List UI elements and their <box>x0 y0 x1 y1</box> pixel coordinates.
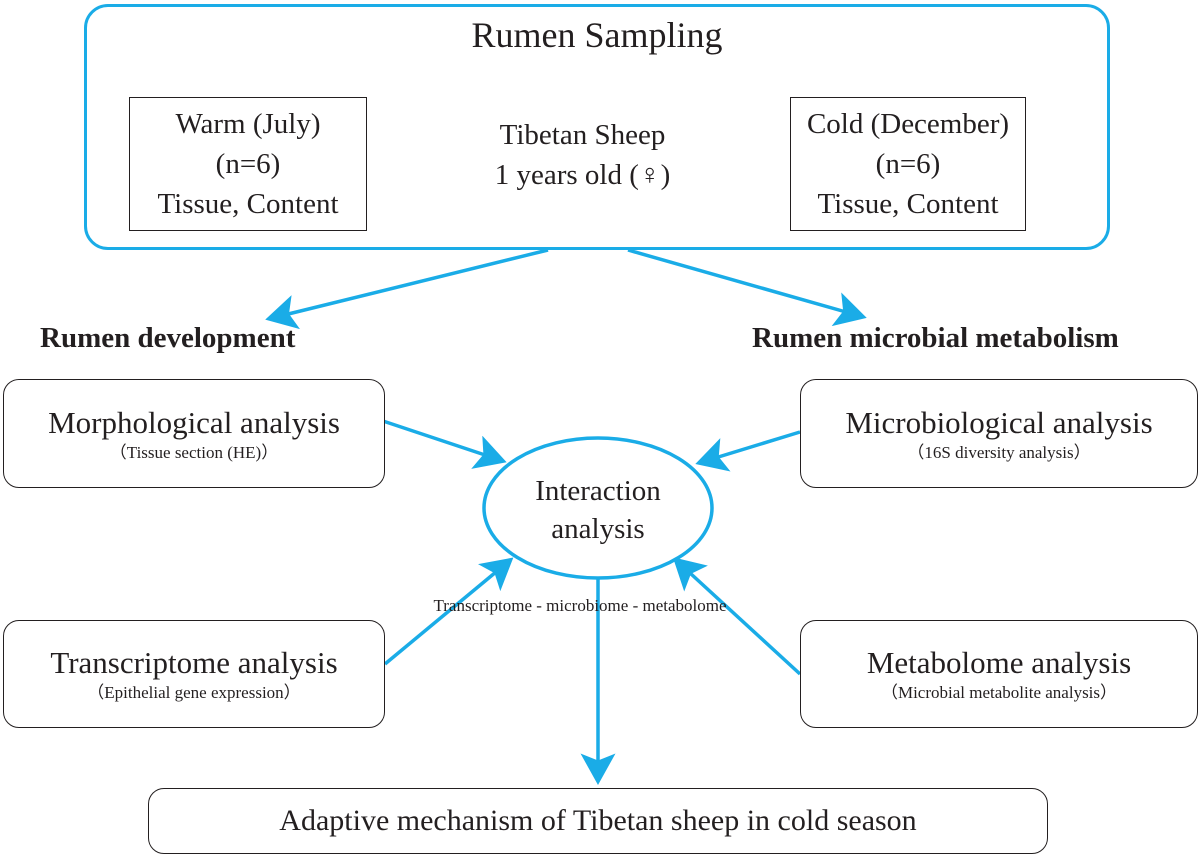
cold-group-label: Cold (December) <box>806 108 1010 140</box>
metabolome-analysis-subtitle: （Microbial metabolite analysis） <box>880 683 1118 702</box>
transcriptome-analysis-title: Transcriptome analysis <box>50 645 338 680</box>
branch-rumen-development: Rumen development <box>40 322 296 354</box>
metabolome-analysis-box: Metabolome analysis （Microbial metabolit… <box>800 620 1198 728</box>
microbiological-analysis-subtitle: （16S diversity analysis） <box>907 442 1091 462</box>
cold-group-samples: Tissue, Content <box>817 188 999 220</box>
cold-group-box: Cold (December) (n=6) Tissue, Content <box>790 97 1026 231</box>
warm-group-samples: Tissue, Content <box>157 188 339 220</box>
sampling-title: Rumen Sampling <box>471 15 723 55</box>
transcriptome-analysis-box: Transcriptome analysis （Epithelial gene … <box>3 620 385 728</box>
microbiological-analysis-box: Microbiological analysis （16S diversity … <box>800 379 1198 488</box>
interaction-label-line1: Interaction <box>535 475 661 507</box>
warm-group-count: (n=6) <box>215 148 281 180</box>
arrow-sampling-to-microbial-metabolism <box>627 248 867 327</box>
interaction-ellipse <box>482 436 714 580</box>
branch-rumen-microbial-metabolism: Rumen microbial metabolism <box>752 322 1119 354</box>
subject-age-sex: 1 years old (♀) <box>494 159 671 191</box>
interaction-label-line2: analysis <box>551 513 645 545</box>
arrow-transcriptome-to-interaction <box>383 557 514 666</box>
morphological-analysis-subtitle: （Tissue section (HE)） <box>109 442 279 462</box>
microbiological-analysis-title: Microbiological analysis <box>845 404 1153 440</box>
warm-group-label: Warm (July) <box>175 108 321 140</box>
transcriptome-analysis-subtitle: （Epithelial gene expression） <box>87 683 301 702</box>
subject-info: Tibetan Sheep 1 years old (♀) <box>430 115 735 195</box>
arrow-microbiological-to-interaction <box>695 430 801 472</box>
arrow-sampling-to-development <box>265 248 549 330</box>
cold-group-count: (n=6) <box>875 148 941 180</box>
arrow-morphological-to-interaction <box>382 419 507 469</box>
adaptive-mechanism-box: Adaptive mechanism of Tibetan sheep in c… <box>148 788 1048 854</box>
omics-integration-label: Transcriptome - microbiome - metabolome <box>433 596 727 615</box>
warm-group-box: Warm (July) (n=6) Tissue, Content <box>129 97 367 231</box>
interaction-analysis-label: Interaction analysis <box>484 472 712 548</box>
morphological-analysis-box: Morphological analysis （Tissue section (… <box>3 379 385 488</box>
metabolome-analysis-title: Metabolome analysis <box>866 645 1132 680</box>
rumen-sampling-box <box>84 4 1110 250</box>
subject-species: Tibetan Sheep <box>499 119 666 151</box>
arrow-metabolome-to-interaction <box>672 557 802 676</box>
morphological-analysis-title: Morphological analysis <box>48 404 340 440</box>
